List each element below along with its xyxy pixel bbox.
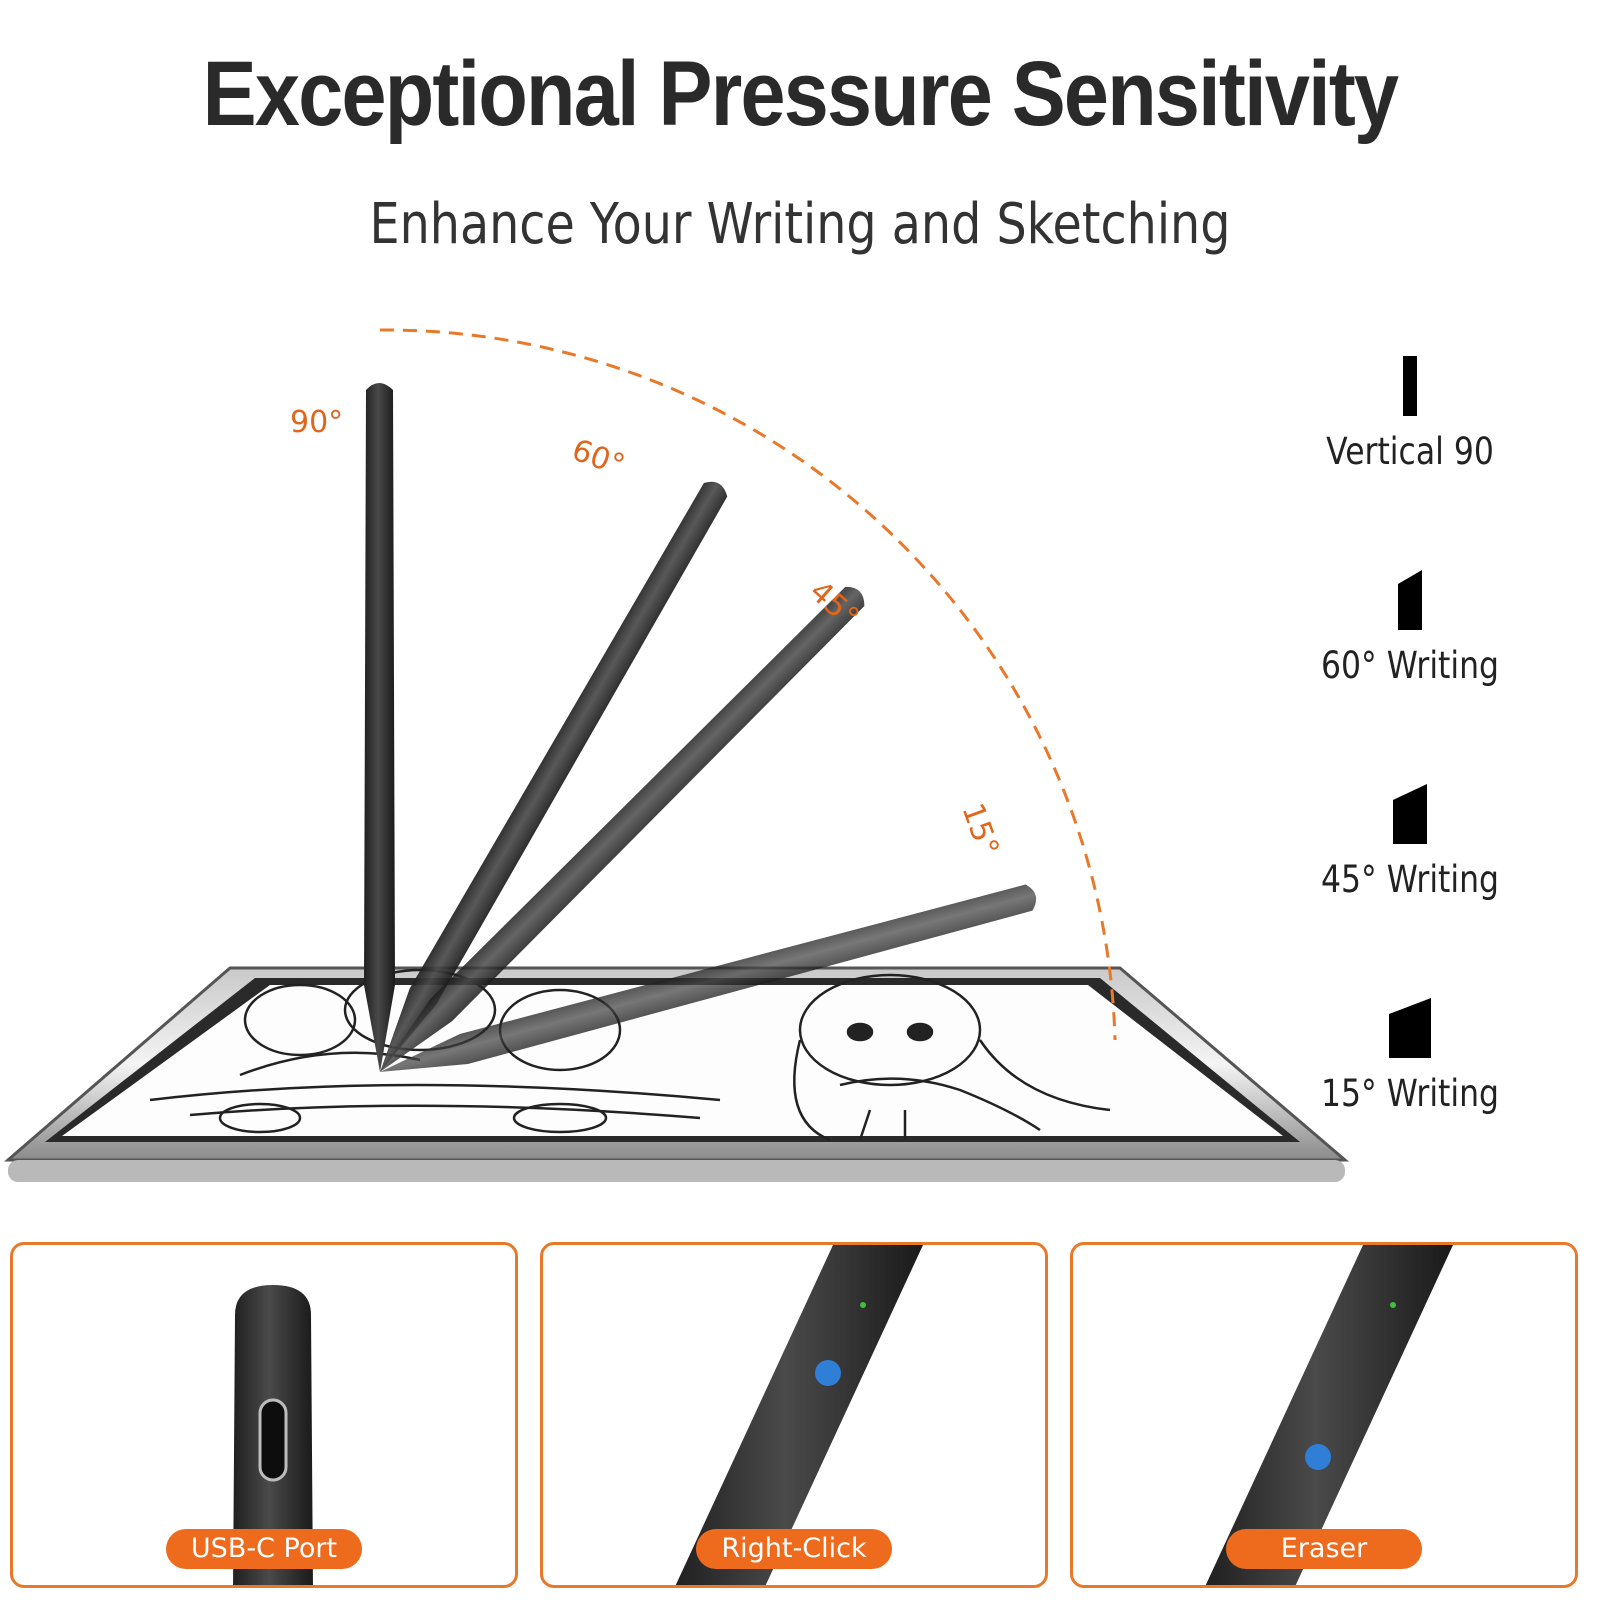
- feature-label-usb-c: USB-C Port: [166, 1529, 362, 1569]
- legend-label: 45° Writing: [1320, 858, 1500, 901]
- button-icon: [1305, 1444, 1331, 1470]
- headline: Exceptional Pressure Sensitivity: [202, 43, 1399, 145]
- nib-contact-45-icon: [1393, 784, 1427, 844]
- feature-panel-eraser: Eraser: [1070, 1242, 1578, 1588]
- legend-15-writing: 15° Writing: [1300, 998, 1520, 1115]
- angle-arc: [379, 328, 1117, 1041]
- legend-vertical-90: Vertical 90: [1300, 356, 1520, 473]
- led-indicator-icon: [1390, 1302, 1396, 1308]
- stylus-top-closeup: [233, 1285, 313, 1585]
- stylus-button-closeup: [675, 1245, 923, 1585]
- stylus-45: [380, 586, 865, 1072]
- feature-panel-right-click: Right-Click: [540, 1242, 1048, 1588]
- button-icon: [815, 1360, 841, 1386]
- stylus-15: [380, 884, 1037, 1072]
- nib-contact-60-icon: [1398, 570, 1422, 630]
- feature-label-eraser: Eraser: [1226, 1529, 1422, 1569]
- angle-label-15: 15°: [954, 799, 1005, 861]
- usb-c-port-icon: [258, 1398, 288, 1482]
- legend-45-writing: 45° Writing: [1300, 784, 1520, 901]
- stylus-angle-illustration: 90° 60° 45° 15°: [3, 328, 1350, 1182]
- stylus-60: [380, 481, 728, 1072]
- nib-contact-15-icon: [1389, 998, 1431, 1058]
- angle-label-60: 60°: [567, 433, 629, 484]
- subheadline: Enhance Your Writing and Sketching: [369, 192, 1231, 257]
- legend-label: 15° Writing: [1320, 1072, 1500, 1115]
- stylus-90: [364, 383, 395, 1072]
- stylus-button-closeup: [1205, 1245, 1453, 1585]
- legend-label: Vertical 90: [1326, 430, 1494, 473]
- legend-60-writing: 60° Writing: [1300, 570, 1520, 687]
- feature-label-right-click: Right-Click: [696, 1529, 892, 1569]
- led-indicator-icon: [860, 1302, 866, 1308]
- legend-label: 60° Writing: [1320, 644, 1500, 687]
- nib-contact-vertical-icon: [1403, 356, 1417, 416]
- feature-panel-usb-c: USB-C Port: [10, 1242, 518, 1588]
- angle-label-90: 90°: [290, 405, 343, 440]
